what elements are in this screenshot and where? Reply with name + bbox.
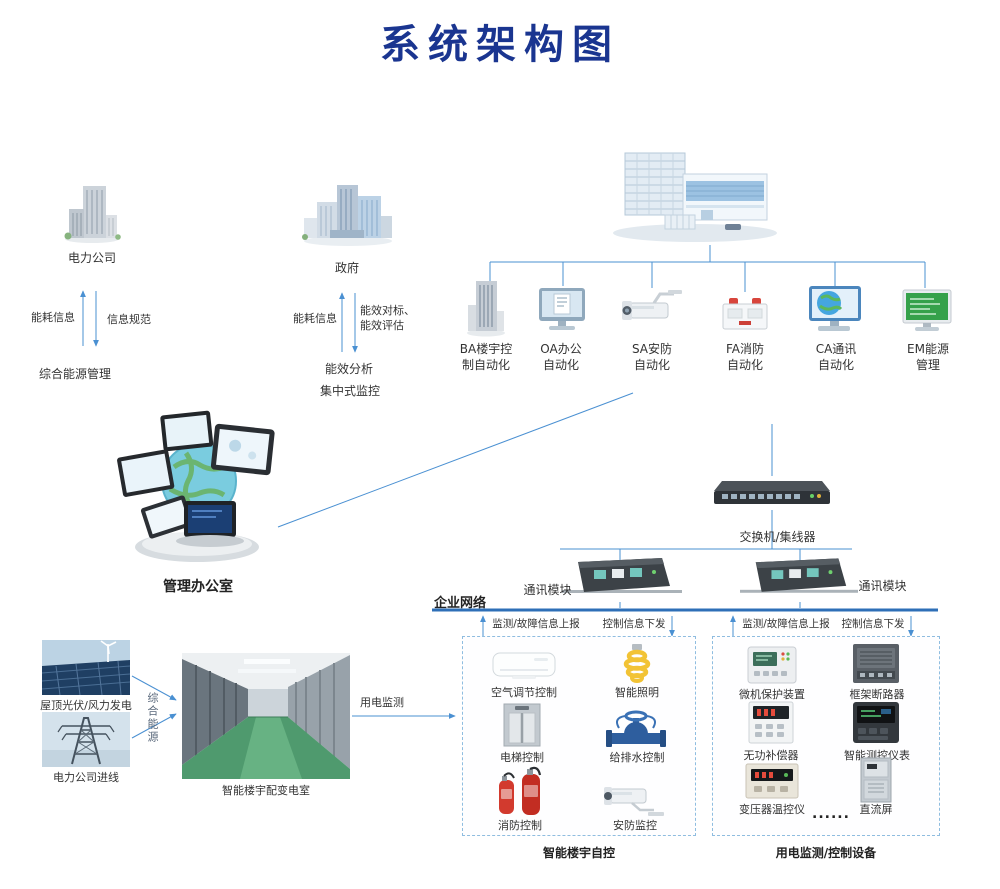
fire-extinguisher-icon <box>492 765 548 817</box>
dc-panel-icon <box>856 756 896 804</box>
power-devices-title: 用电监测/控制设备 <box>775 846 877 860</box>
comm-module-right-label: 通讯模块 <box>858 579 907 593</box>
label-line: 管理 <box>915 358 940 373</box>
automation-label-ca: CA通讯 自动化 <box>800 341 872 373</box>
comm-module-right-icon <box>740 556 858 602</box>
comm-module-left-icon <box>562 556 682 602</box>
management-office-label: 管理办公室 <box>163 579 233 595</box>
compensator-icon <box>747 700 795 745</box>
analysis-label: 能效分析 <box>324 362 373 376</box>
elevator-label: 电梯控制 <box>500 751 544 764</box>
label-line: OA办公 <box>540 342 582 356</box>
power-monitor-label: 用电监测 <box>360 696 404 709</box>
integrated-energy-mgmt-label: 综合能源管理 <box>38 367 111 381</box>
label-line: BA楼宇控 <box>459 342 513 356</box>
sa-camera-icon <box>618 288 684 332</box>
label-line: EM能源 <box>907 342 949 356</box>
power-company-label: 电力公司 <box>67 251 116 265</box>
power-inlet-label: 电力公司进线 <box>53 771 119 784</box>
security-label: 安防监控 <box>613 819 657 832</box>
label-line: 制自动化 <box>461 358 510 373</box>
cctv-camera-icon <box>602 780 666 818</box>
ac-unit-icon <box>492 650 556 682</box>
government-building-icon <box>300 180 395 248</box>
solar-wind-photo <box>42 640 130 695</box>
automation-label-em: EM能源 管理 <box>892 341 964 373</box>
management-office-illustration <box>112 405 277 573</box>
power-company-building-icon <box>62 182 122 244</box>
label-line: 能效评估 <box>360 318 404 332</box>
label-line: CA通讯 <box>815 342 857 356</box>
ba-building-icon <box>464 278 508 338</box>
control-down-label-right: 控制信息下发 <box>841 618 905 630</box>
label-line: 自动化 <box>633 358 670 373</box>
water-valve-icon <box>605 706 667 750</box>
energy-info-label-left: 能耗信息 <box>31 311 75 324</box>
label-line: 自动化 <box>542 358 579 373</box>
ca-globe-monitor-icon <box>806 284 864 334</box>
energy-info-label-mid: 能耗信息 <box>293 312 337 325</box>
ellipsis-label: ...... <box>812 806 850 822</box>
building-auto-title: 智能楼宇自控 <box>542 846 615 860</box>
compensator-label: 无功补偿器 <box>743 749 799 762</box>
automation-label-oa: OA办公 自动化 <box>525 341 597 373</box>
dc-panel-label: 直流屏 <box>859 803 893 816</box>
oa-monitor-icon <box>536 286 588 334</box>
report-up-label-right: 监测/故障信息上报 <box>742 618 830 630</box>
ac-label: 空气调节控制 <box>491 686 557 699</box>
automation-label-ba: BA楼宇控 制自动化 <box>450 341 522 373</box>
headquarters-building-icon <box>605 148 780 246</box>
protection-label: 微机保护装置 <box>739 688 805 701</box>
comm-module-left-label: 通讯模块 <box>523 583 572 597</box>
protection-device-icon <box>746 645 798 685</box>
label-line: FA消防 <box>725 342 764 356</box>
temp-controller-label: 变压器温控仪 <box>739 803 805 816</box>
smart-meter-icon <box>851 700 901 745</box>
integrated-energy-vertical-label: 综合能源 <box>146 692 159 744</box>
control-down-label-left: 控制信息下发 <box>602 618 666 630</box>
power-line-photo <box>42 712 130 767</box>
cfl-bulb-icon <box>618 643 656 683</box>
temp-controller-icon <box>744 762 800 800</box>
solar-wind-label: 屋顶光伏/风力发电 <box>40 699 132 712</box>
automation-label-fa: FA消防 自动化 <box>709 341 781 373</box>
breaker-label: 框架断路器 <box>849 688 905 701</box>
em-monitor-icon <box>898 288 956 334</box>
info-standard-label: 信息规范 <box>107 313 151 326</box>
switch-label: 交换机/集线器 <box>739 530 816 544</box>
centralized-label: 集中式监控 <box>319 384 380 398</box>
elevator-icon <box>502 702 542 748</box>
label-line: 能效对标、 <box>360 304 415 317</box>
page-title: 系统架构图 <box>380 22 620 68</box>
label-line: 自动化 <box>817 358 854 373</box>
report-up-label-left: 监测/故障信息上报 <box>492 618 580 630</box>
water-label: 给排水控制 <box>609 751 665 764</box>
substation-label: 智能楼宇配变电室 <box>222 784 310 797</box>
label-line: SA安防 <box>631 342 673 356</box>
fire-control-label: 消防控制 <box>498 819 542 832</box>
fa-alarm-icon <box>720 294 770 332</box>
circuit-breaker-icon <box>850 642 902 685</box>
automation-label-sa: SA安防 自动化 <box>616 341 688 373</box>
benchmark-label: 能效对标、 能效评估 <box>360 304 426 334</box>
enterprise-network-label: 企业网络 <box>434 596 487 611</box>
lighting-label: 智能照明 <box>615 686 659 699</box>
label-line: 自动化 <box>726 358 763 373</box>
government-label: 政府 <box>334 261 359 275</box>
network-switch-icon <box>712 476 832 510</box>
substation-photo <box>182 653 350 779</box>
